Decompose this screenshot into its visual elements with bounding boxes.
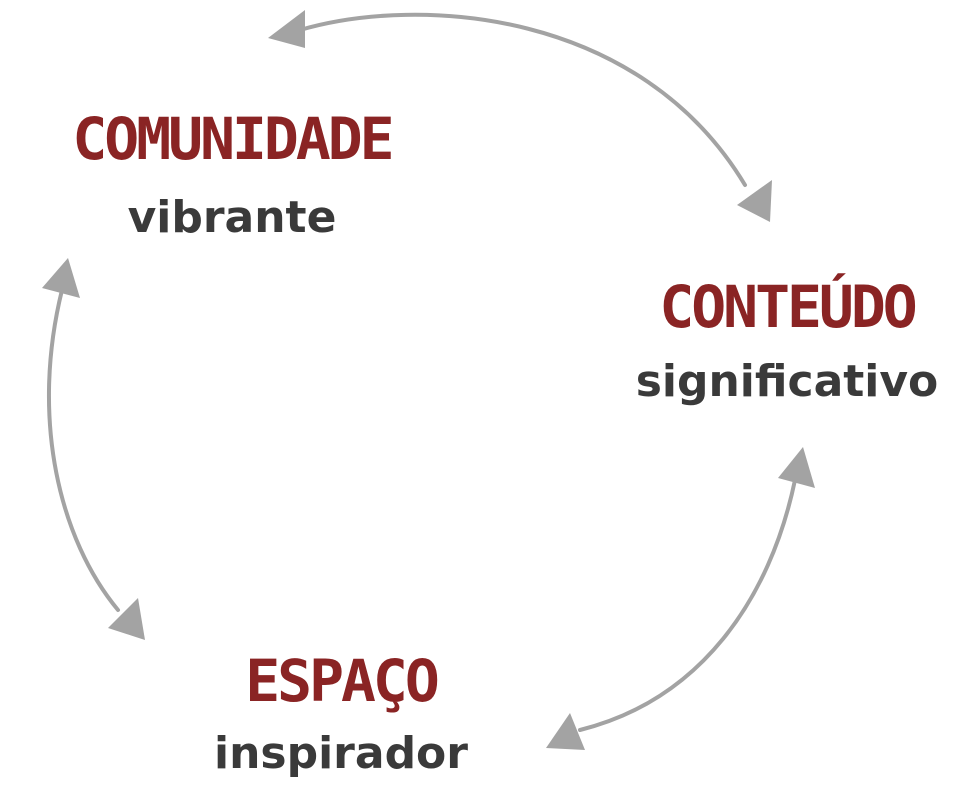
node-title: COMUNIDADE — [72, 105, 394, 173]
node-espaco: ESPAÇO inspirador — [196, 650, 486, 780]
arrow-comunidade-espaco — [46, 288, 120, 612]
arrowhead-icon — [268, 10, 305, 48]
node-title: CONTEÚDO — [659, 273, 917, 341]
arrowhead-icon — [737, 180, 772, 222]
arrow-conteudo-comunidade — [298, 12, 747, 187]
node-subtitle: inspirador — [214, 728, 468, 779]
node-conteudo: CONTEÚDO significativo — [606, 276, 968, 408]
node-subtitle: significativo — [635, 356, 939, 407]
arrow-espaco-conteudo — [578, 478, 797, 732]
arrowhead-icon — [778, 447, 815, 488]
node-title: ESPAÇO — [245, 647, 440, 715]
arrowhead-icon — [546, 713, 585, 750]
arrowhead-icon — [42, 258, 80, 298]
arrowhead-icon — [108, 598, 145, 640]
node-comunidade: COMUNIDADE vibrante — [0, 108, 464, 244]
node-subtitle: vibrante — [127, 192, 337, 243]
